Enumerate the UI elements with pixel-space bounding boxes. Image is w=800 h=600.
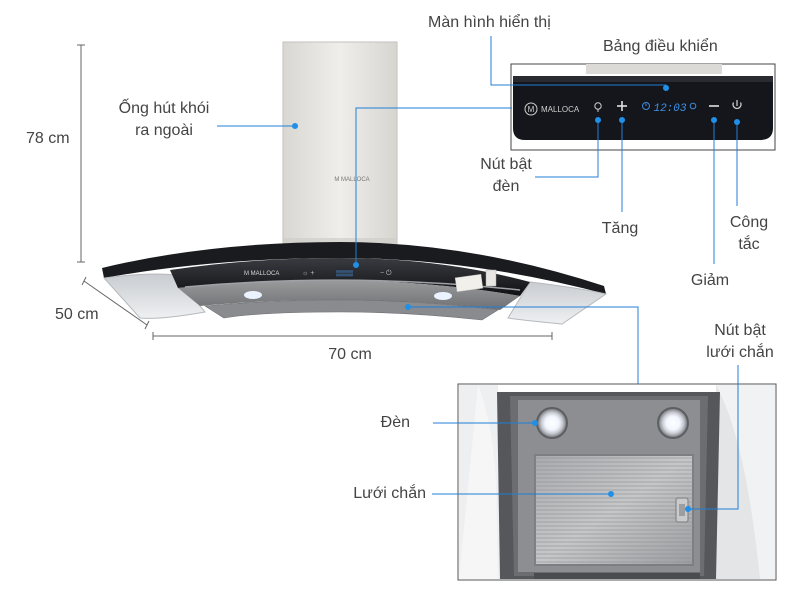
control-panel-brand: MALLOCA xyxy=(541,105,580,114)
right-glass-wing xyxy=(507,281,608,325)
lamp-right xyxy=(658,408,688,438)
front-glass-panel xyxy=(170,258,530,296)
dimension-lines xyxy=(77,44,553,340)
svg-text:M: M xyxy=(528,105,535,114)
callout-light-button xyxy=(535,120,599,178)
hood-product: M MALLOCA M MALLOCA ☼ + ▒▒▒▒ − ⏻ xyxy=(102,41,608,325)
chimney-label: Ống hút khói ra ngoài xyxy=(118,100,210,139)
control-panel-inset: M MALLOCA 12:03 xyxy=(510,63,776,151)
hood-panel-brand: M MALLOCA xyxy=(244,271,279,277)
underside-detail-inset xyxy=(457,383,777,581)
hood-lamp-right xyxy=(434,292,452,300)
decrease-label: Giảm xyxy=(690,272,730,289)
light-icon[interactable] xyxy=(594,102,602,112)
lamp-left xyxy=(537,408,567,438)
callout-dots xyxy=(292,85,740,512)
plus-icon[interactable] xyxy=(617,101,627,111)
svg-text:☼ +: ☼ + xyxy=(302,270,314,277)
filter-button-label: Nút bật lưới chắn xyxy=(706,322,774,361)
filter-label: Lưới chắn xyxy=(353,485,426,502)
chimney xyxy=(282,41,398,251)
power-icon[interactable] xyxy=(732,100,742,110)
display-label: Màn hình hiển thị xyxy=(428,14,551,31)
callout-filter-button xyxy=(688,365,739,510)
lamp-label: Đèn xyxy=(380,414,410,431)
light-button-label: Nút bật đèn xyxy=(480,156,532,195)
increase-label: Tăng xyxy=(601,220,639,237)
metal-body xyxy=(178,280,520,310)
height-label: 78 cm xyxy=(26,130,70,147)
callout-underside xyxy=(408,306,639,384)
width-label: 70 cm xyxy=(328,346,372,363)
depth-label: 50 cm xyxy=(55,306,99,323)
svg-text:− ⏻: − ⏻ xyxy=(380,269,392,277)
hood-lamp-left xyxy=(244,291,262,299)
control-panel-label: Bảng điều khiển xyxy=(603,38,718,55)
power-label: Công tắc xyxy=(729,214,769,253)
chimney-brand-text: M MALLOCA xyxy=(334,177,369,183)
depth-dimension-line xyxy=(83,280,148,326)
control-panel-logo-icon xyxy=(524,102,538,116)
timer-icon[interactable] xyxy=(642,102,650,110)
display-readout: 12:03 xyxy=(653,103,686,115)
glass-canopy xyxy=(102,242,606,294)
fan-icon[interactable] xyxy=(689,102,697,110)
svg-text:▒▒▒▒: ▒▒▒▒ xyxy=(336,270,354,277)
callout-control-panel xyxy=(355,107,512,265)
